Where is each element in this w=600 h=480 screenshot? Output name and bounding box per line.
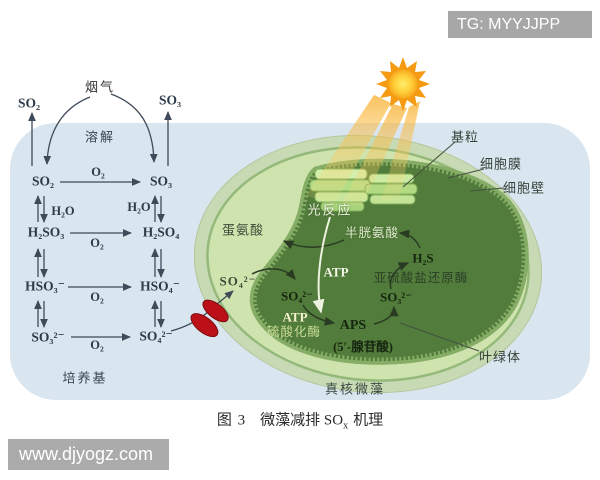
h2so4-label: H₂SO₄	[142, 224, 180, 240]
so2-medium-label: SO₂	[31, 173, 55, 189]
figure-caption: 图 3 微藻减排 SOx 机理	[217, 409, 383, 432]
so3-medium-label: SO₃	[149, 173, 173, 189]
atp-light-label: ATP	[323, 264, 349, 280]
sulfurylase-label: 硫酸化酶	[266, 324, 322, 339]
cell-membrane-label: 细胞膜	[479, 156, 523, 172]
culture-medium-label: 培养基	[62, 370, 108, 386]
label-pointer-lines	[399, 141, 505, 352]
so2-atmosphere-label: SO₂	[17, 95, 41, 111]
cysteine-label: 半胱氨酸	[344, 225, 400, 240]
hso3-label: HSO₃⁻	[25, 278, 65, 294]
telegram-watermark: TG: MYYJJPP	[448, 11, 592, 38]
microalgae-label: 真核微藻	[324, 381, 386, 397]
so4-cytoplasm-label: SO₄²⁻	[219, 273, 257, 289]
chloroplast-label: 叶绿体	[478, 349, 522, 365]
o2-label-4: O₂	[90, 337, 104, 352]
h2o-right-label: H₂O	[127, 199, 151, 214]
flue-gas-label: 烟气	[84, 79, 116, 95]
caption-subscript: x	[343, 420, 349, 432]
aps-label: APS	[339, 318, 367, 333]
caption-text: 微藻减排 SO	[260, 412, 344, 429]
sun-icon	[376, 57, 430, 111]
h2o-left-label: H₂O	[51, 203, 75, 218]
so4-chloroplast-label: SO₄²⁻	[281, 288, 313, 304]
light-reaction-label: 光反应	[307, 202, 353, 218]
so3-chloroplast-label: SO₃²⁻	[380, 289, 412, 305]
pathway-arrows	[251, 229, 421, 326]
medium-reaction-arrows	[28, 93, 234, 341]
figure-number: 图 3	[216, 412, 247, 429]
o2-label-1: O₂	[91, 164, 105, 179]
caption-suffix: 机理	[353, 412, 384, 429]
o2-label-2: O₂	[90, 235, 104, 250]
dissolve-label: 溶解	[84, 129, 116, 145]
atp-energy-arrow	[312, 216, 331, 314]
h2s-label: H₂S	[412, 250, 434, 266]
so3-ion-label: SO₃²⁻	[31, 329, 65, 345]
granum-label: 基粒	[450, 129, 480, 145]
hso4-label: HSO₄⁻	[140, 278, 180, 294]
h2so3-label: H₂SO₃	[27, 224, 65, 240]
o2-label-3: O₂	[90, 289, 104, 304]
sulfate-transporter	[190, 299, 229, 338]
atp-sulfurylase-atp-label: ATP	[282, 309, 308, 325]
cell-wall-label: 细胞壁	[502, 180, 546, 196]
site-watermark: www.djyogz.com	[8, 439, 169, 470]
aps-fullname-label: (5′-腺苷酸)	[333, 339, 393, 354]
methionine-label: 蛋氨酸	[221, 222, 265, 238]
so3-atmosphere-label: SO₃	[158, 92, 182, 108]
so4-medium-label: SO₄²⁻	[139, 328, 173, 344]
sulfite-reductase-label: 亚硫酸盐还原酶	[373, 270, 469, 285]
sunlight-beams	[306, 95, 420, 206]
